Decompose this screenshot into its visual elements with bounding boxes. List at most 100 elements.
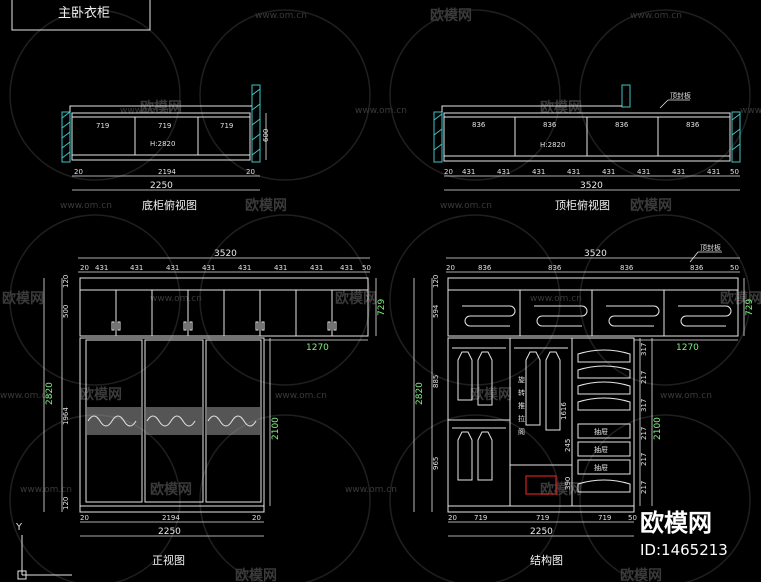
watermark-brand: 欧模网 [140,99,182,116]
dim-label: 885 [432,375,440,388]
dim-label: 50 [628,514,637,522]
view-caption: 底柜俯视图 [142,198,197,212]
height-label: H:2820 [540,141,565,149]
dim-label: 431 [532,168,545,176]
dim-label: 719 [96,122,109,130]
watermark-brand: 欧模网 [235,567,277,582]
dim-label: 836 [620,264,634,272]
dim-label: 317 [640,399,648,412]
watermark-url: www.om.cn [345,485,397,495]
right-width: 1270 [676,343,699,353]
watermark-brand: 欧模网 [620,567,662,582]
watermark-url: www.om.cn [440,201,492,211]
dim-label: 317 [640,343,648,356]
dim-label: 836 [548,264,562,272]
dim-label: 431 [672,168,685,176]
page-title: 主卧衣柜 [58,5,110,21]
total-width: 2250 [158,527,181,537]
dim-label: 719 [536,514,549,522]
watermark-url: www.om.cn [630,11,682,21]
watermark-url: www.om.cn [150,294,202,304]
total-width: 3520 [214,249,237,259]
dim-label: 20 [444,168,453,176]
folded-clothes-icon [462,305,732,327]
watermark-url: www.om.cn [275,391,327,401]
center-label-char: 拉 [518,414,525,423]
total-height: 2820 [45,382,55,405]
dim-label: 245 [564,439,572,452]
dim-label: 390 [564,477,572,490]
dim-label: 217 [640,427,648,440]
dim-label: 1964 [62,407,70,425]
total-width: 3520 [580,181,603,191]
dim-label: 965 [432,457,440,470]
hanging-clothes-icon [457,351,561,481]
dim-label: 20 [80,264,89,272]
center-label-char: 推 [518,401,525,410]
brand-stamp: 欧模网 ID:1465213 [640,509,728,559]
dim-label: 500 [62,305,70,318]
dim-label: 719 [220,122,233,130]
upper-height: 729 [377,299,387,316]
dim-label: 431 [567,168,580,176]
watermark-url: www.om.cn [660,391,712,401]
dim-label: 217 [640,453,648,466]
watermark-brand: 欧模网 [430,7,472,24]
view-caption: 结构图 [530,553,563,567]
highlight-box [525,475,557,495]
bottom-cabinet-plan: 719 719 719 H:2820 600 20 2194 20 2250 底… [61,84,270,212]
title-block: 主卧衣柜 [11,0,151,31]
lower-height: 2100 [271,417,281,440]
drawer-label: 抽屉 [594,445,608,454]
dim-label: 431 [310,264,323,272]
total-width: 2250 [530,527,553,537]
dim-label: 2194 [162,514,180,522]
watermark-url: www.om.cn [255,11,307,21]
note-label: 顶封板 [700,243,721,252]
height-label: H:2820 [150,140,175,148]
dim-label: 20 [80,514,89,522]
dim-label: 217 [640,481,648,494]
top-cabinet-plan: 836 836 836 836 H:2820 顶封板 20 431 431 43… [433,84,741,212]
watermark-brand: 欧模网 [630,197,672,214]
upper-height: 729 [745,299,755,316]
dim-label: 50 [730,264,739,272]
watermark-url: www.om.cn [60,201,112,211]
watermark-brand: 欧模网 [470,386,512,403]
dim-label: 594 [432,304,440,318]
front-elevation: 3520 20 431 431 431 431 431 431 431 431 … [43,249,387,567]
dim-label: 431 [707,168,720,176]
center-label-char: 旋 [518,375,525,384]
total-width: 3520 [584,249,607,259]
dim-label: 20 [446,264,455,272]
watermark-brand: 欧模网 [335,290,377,307]
dim-label: 431 [95,264,108,272]
dim-label: 600 [262,129,270,142]
watermark-url: www.om.cn [530,294,582,304]
lower-height: 2100 [653,417,663,440]
dim-label: 120 [62,497,70,510]
dim-label: 431 [340,264,353,272]
view-caption: 正视图 [152,553,185,567]
brand-large: 欧模网 [640,509,712,537]
watermark-texts: www.om.cn 欧模网 www.om.cn www.om.cn 欧模网 ww… [0,7,761,582]
dim-label: 719 [474,514,487,522]
center-label-char: 转 [518,388,525,397]
total-width: 2250 [150,181,173,191]
dim-label: 20 [246,168,255,176]
note-label: 顶封板 [670,91,691,100]
dim-label: 431 [130,264,143,272]
watermark-url: www.om.cn [740,106,761,116]
center-label-char: 阁 [518,427,525,436]
dim-label: 431 [274,264,287,272]
dim-label: 1616 [560,402,568,420]
view-caption: 顶柜俯视图 [555,198,610,212]
dim-label: 719 [598,514,611,522]
dim-label: 836 [543,121,557,129]
dim-label: 836 [472,121,486,129]
dim-label: 50 [362,264,371,272]
dim-label: 20 [74,168,83,176]
watermark-brand: 欧模网 [80,386,122,403]
brand-id: ID:1465213 [640,541,728,559]
